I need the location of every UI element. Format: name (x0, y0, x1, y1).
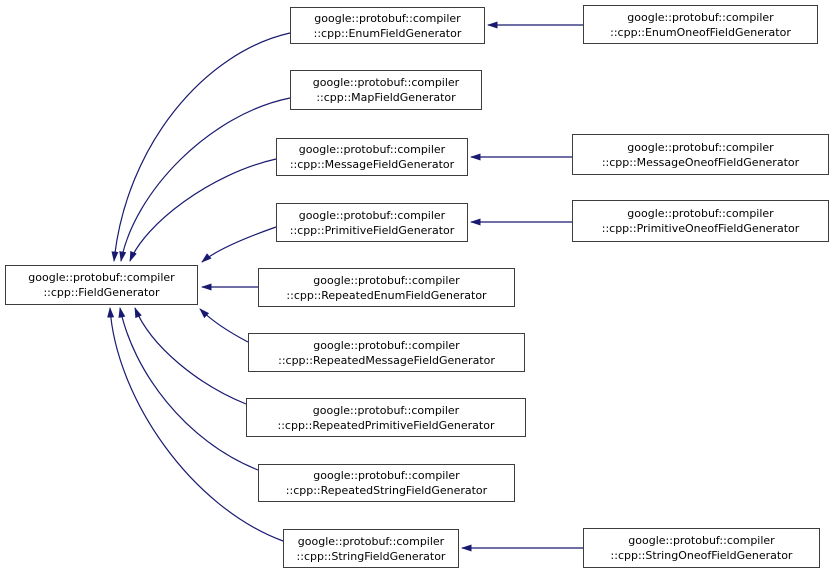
node-label-line2: ::cpp::MapFieldGenerator (316, 91, 456, 104)
node-label-line2: ::cpp::StringFieldGenerator (296, 549, 446, 563)
node-label-line2: ::cpp::PrimitiveFieldGenerator (289, 223, 455, 237)
node-label-line2: ::cpp::PrimitiveOneofFieldGenerator (601, 222, 800, 235)
node-label-line1: google::protobuf::compiler (627, 140, 774, 154)
node-label-line2: ::cpp::RepeatedEnumFieldGenerator (286, 288, 487, 302)
edge-repeated-message-field-generator-to-field-generator (199, 308, 249, 343)
node-label-line2: ::cpp::RepeatedPrimitiveFieldGenerator (277, 418, 495, 432)
node-label-line2: ::cpp::StringOneofFieldGenerator (610, 549, 793, 562)
node-enum-field-generator[interactable]: google::protobuf::compiler::cpp::EnumFie… (290, 7, 485, 44)
node-label-line1: google::protobuf::compiler (298, 143, 446, 156)
node-label-line1: google::protobuf::compiler (298, 208, 446, 222)
node-label-line2: ::cpp::FieldGenerator (43, 286, 160, 299)
node-repeated-message-field-generator[interactable]: google::protobuf::compiler::cpp::Repeate… (248, 333, 525, 372)
edge-enum-field-generator-to-field-generator (111, 32, 291, 262)
edge-repeated-string-field-generator-to-field-generator (118, 307, 259, 471)
edge-message-field-generator-to-field-generator (129, 158, 277, 262)
node-label-line2: ::cpp::EnumOneofFieldGenerator (610, 25, 791, 39)
node-label-line2: ::cpp::RepeatedMessageFieldGenerator (278, 353, 495, 367)
node-label-line1: google::protobuf::compiler (312, 76, 460, 89)
node-label-line1: google::protobuf::compiler (627, 10, 774, 24)
node-repeated-primitive-field-generator[interactable]: google::protobuf::compiler::cpp::Repeate… (246, 398, 526, 437)
node-label-line1: google::protobuf::compiler (297, 534, 445, 548)
node-label-line1: google::protobuf::compiler (627, 207, 774, 220)
node-repeated-string-field-generator[interactable]: google::protobuf::compiler::cpp::Repeate… (258, 464, 515, 502)
node-string-oneof-field-generator[interactable]: google::protobuf::compiler::cpp::StringO… (583, 528, 820, 568)
node-label-line1: google::protobuf::compiler (313, 338, 460, 352)
node-enum-oneof-field-generator[interactable]: google::protobuf::compiler::cpp::EnumOne… (583, 5, 818, 44)
node-label-line1: google::protobuf::compiler (312, 403, 460, 417)
node-label-line2: ::cpp::EnumFieldGenerator (313, 26, 462, 40)
edge-string-field-generator-to-field-generator (107, 307, 284, 542)
node-message-oneof-field-generator[interactable]: google::protobuf::compiler::cpp::Message… (572, 134, 829, 175)
node-field-generator[interactable]: google::protobuf::compiler::cpp::FieldGe… (5, 265, 198, 305)
node-label-line2: ::cpp::MessageOneofFieldGenerator (601, 155, 800, 169)
node-repeated-enum-field-generator[interactable]: google::protobuf::compiler::cpp::Repeate… (258, 268, 515, 307)
node-label-line1: google::protobuf::compiler (314, 11, 461, 25)
edge-map-field-generator-to-field-generator (119, 97, 291, 262)
edge-repeated-primitive-field-generator-to-field-generator (134, 307, 247, 405)
node-primitive-oneof-field-generator[interactable]: google::protobuf::compiler::cpp::Primiti… (572, 200, 829, 242)
node-label-line1: google::protobuf::compiler (628, 534, 775, 547)
node-label-line1: google::protobuf::compiler (313, 273, 460, 287)
node-label-line2: ::cpp::RepeatedStringFieldGenerator (285, 484, 488, 497)
edge-primitive-field-generator-to-field-generator (201, 226, 277, 263)
node-map-field-generator[interactable]: google::protobuf::compiler::cpp::MapFiel… (290, 70, 482, 110)
node-primitive-field-generator[interactable]: google::protobuf::compiler::cpp::Primiti… (276, 203, 468, 242)
node-label-line1: google::protobuf::compiler (313, 469, 460, 482)
node-message-field-generator[interactable]: google::protobuf::compiler::cpp::Message… (276, 138, 468, 176)
node-label-line1: google::protobuf::compiler (28, 271, 175, 284)
node-string-field-generator[interactable]: google::protobuf::compiler::cpp::StringF… (283, 529, 459, 568)
node-label-line2: ::cpp::MessageFieldGenerator (289, 158, 455, 171)
